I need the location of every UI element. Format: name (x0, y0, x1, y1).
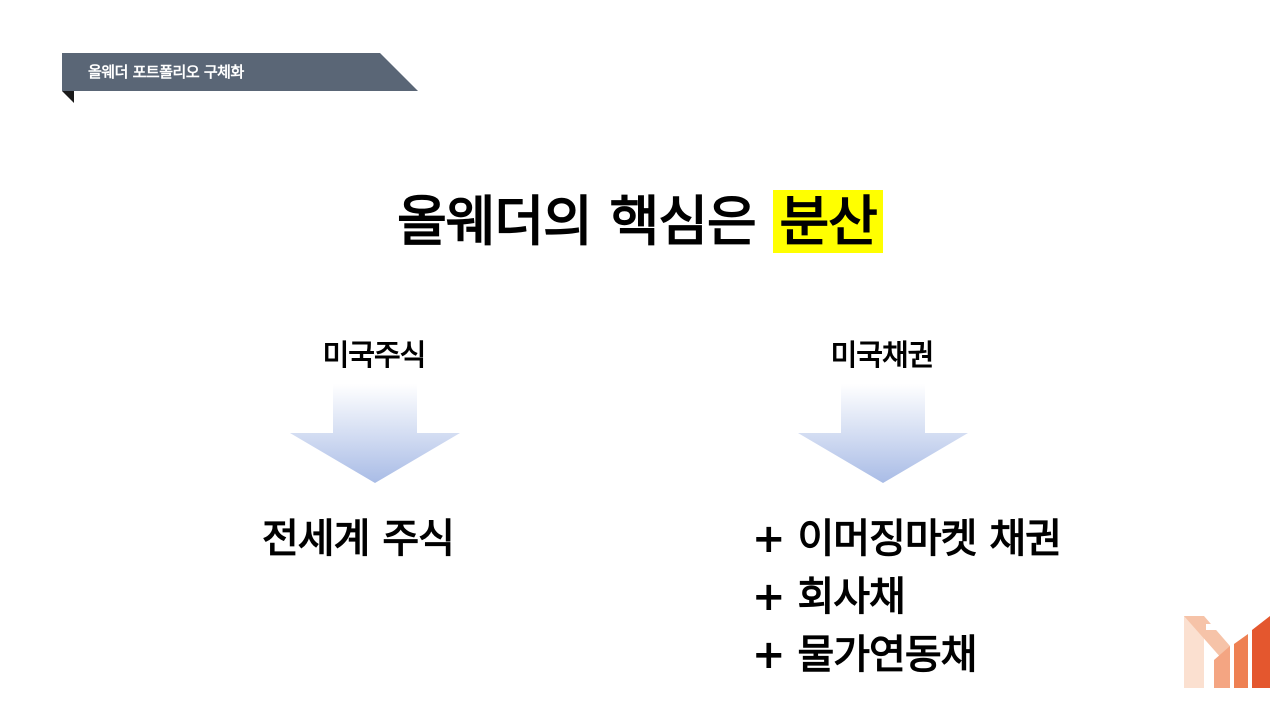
left-column-result: 전세계 주식 (262, 516, 455, 562)
down-arrow-icon (290, 384, 460, 483)
right-column-result-3: + 물가연동채 (752, 632, 977, 678)
main-title-prefix: 올웨더의 핵심은 (397, 190, 774, 253)
left-column-label: 미국주식 (322, 338, 427, 372)
right-column-label: 미국채권 (830, 338, 935, 372)
section-tab: 올웨더 포트폴리오 구체화 (62, 53, 418, 103)
m-logo-icon (1184, 616, 1270, 688)
section-tab-shape (62, 53, 418, 103)
right-column-result-1: + 이머징마켓 채권 (752, 516, 1062, 562)
main-title-highlight: 분산 (773, 190, 883, 253)
section-tab-label: 올웨더 포트폴리오 구체화 (88, 63, 244, 81)
right-column-result-2: + 회사채 (752, 574, 906, 620)
down-arrow-icon (798, 384, 968, 483)
main-title: 올웨더의 핵심은 분산 (0, 180, 1280, 264)
